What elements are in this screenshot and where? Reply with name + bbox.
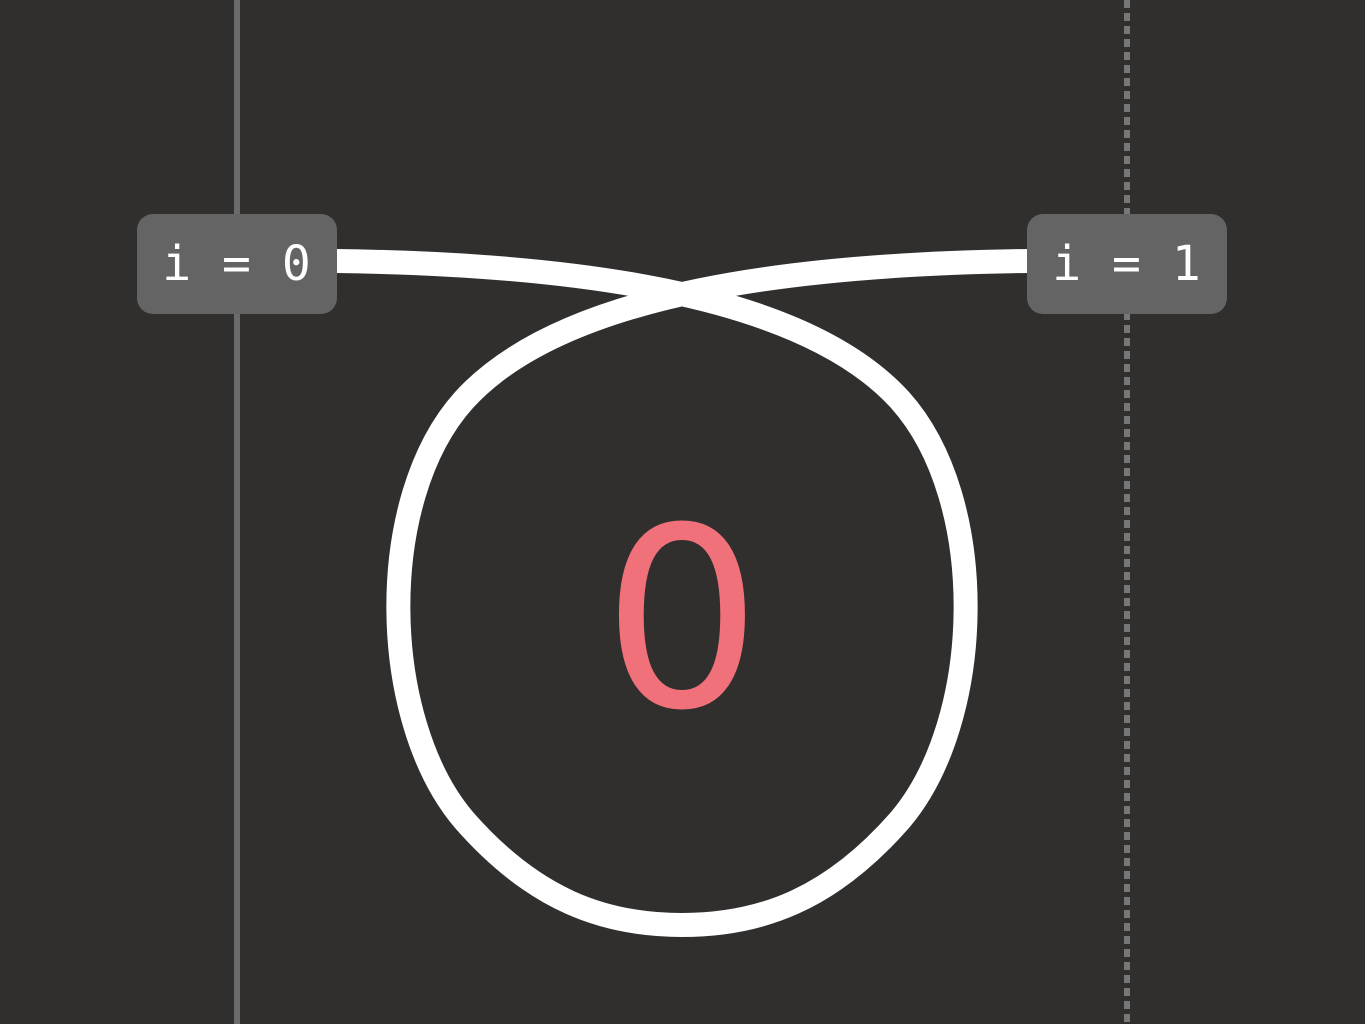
index-tag-right: i = 1 — [1027, 214, 1227, 314]
index-tag-left-label: i = 0 — [162, 236, 312, 292]
loop-center-value: 0 — [602, 474, 762, 765]
index-tag-right-label: i = 1 — [1052, 236, 1202, 292]
loop-curve — [335, 249, 1029, 938]
index-tag-left: i = 0 — [137, 214, 337, 314]
